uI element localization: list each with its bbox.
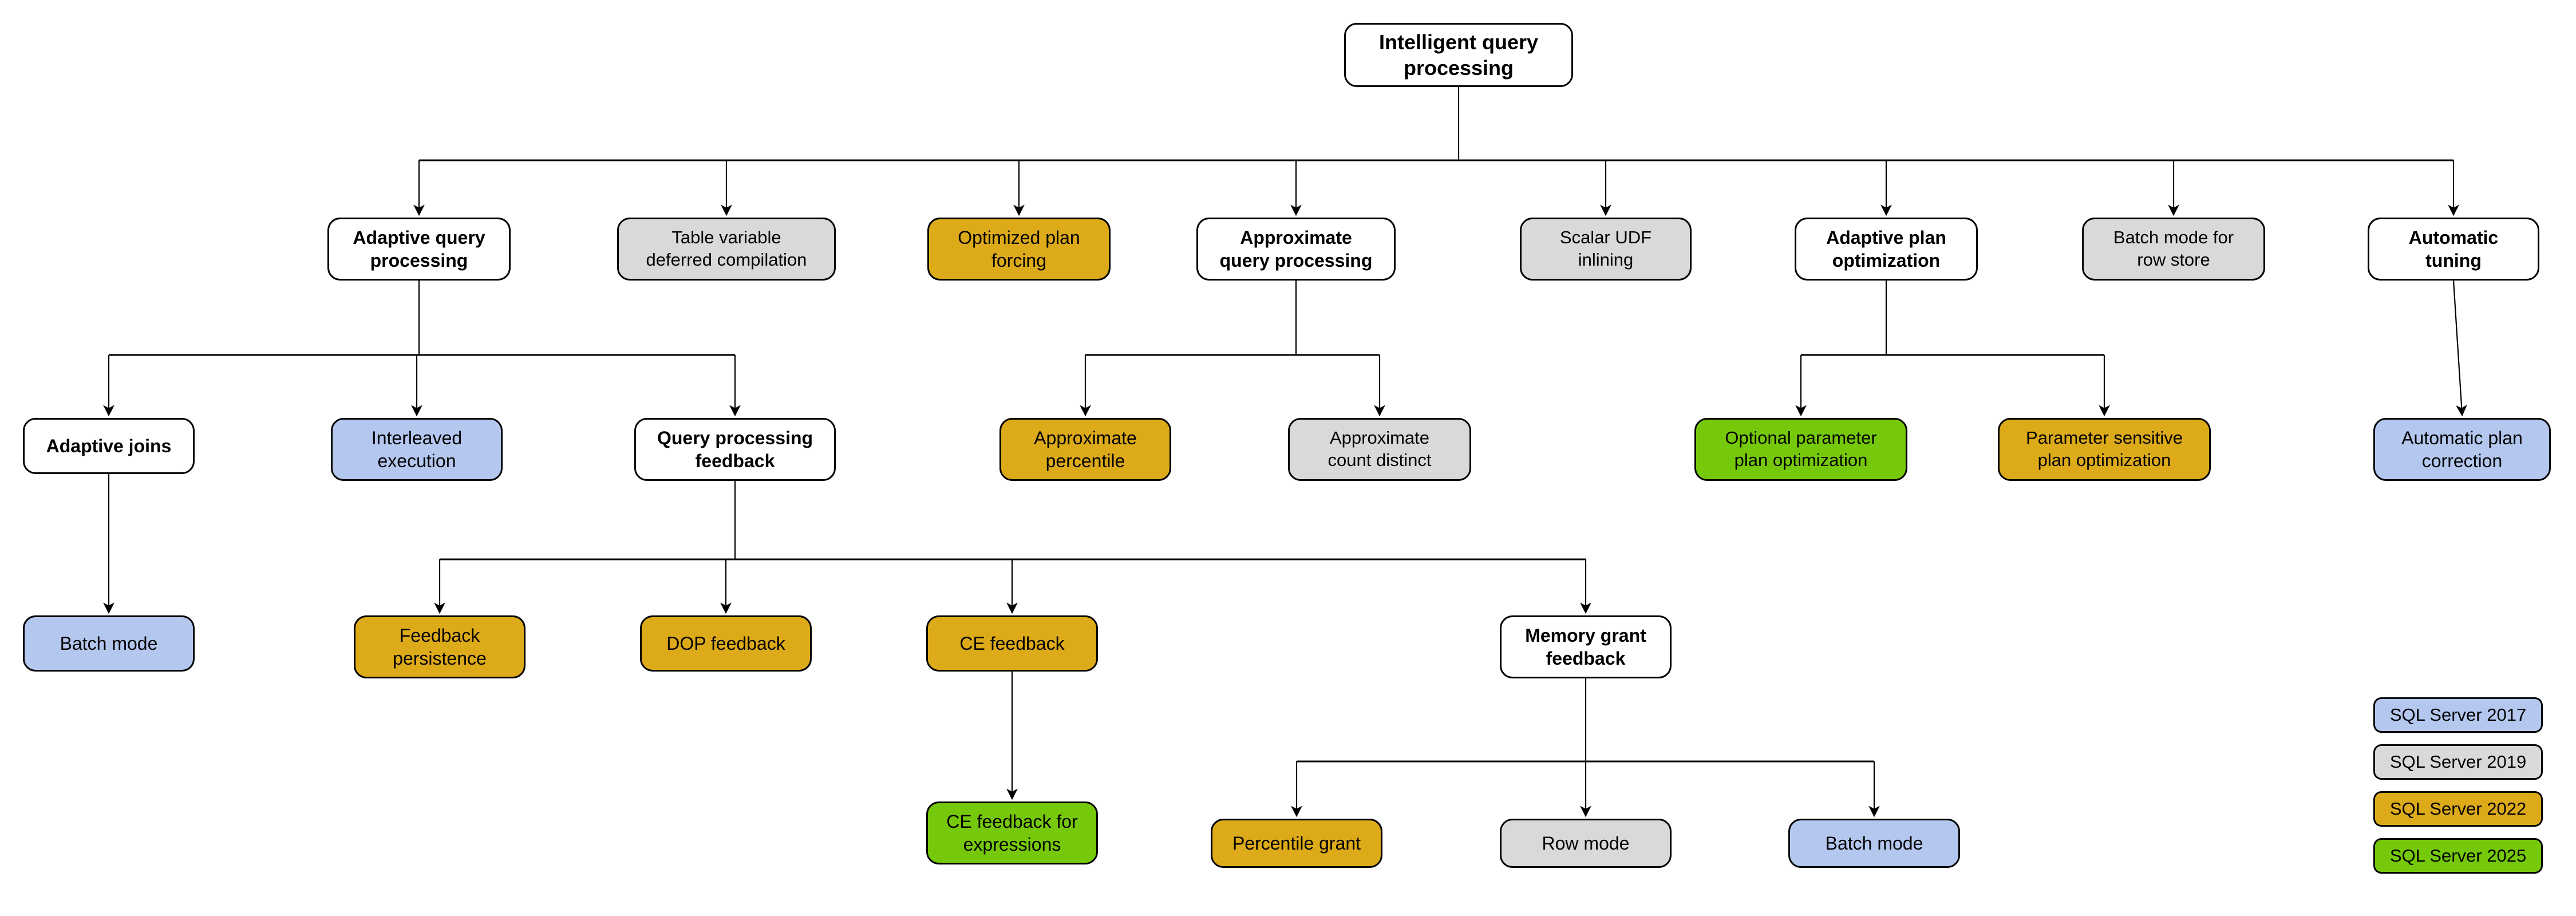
node-autotune[interactable]: Automatic tuning bbox=[2368, 218, 2539, 281]
node-apc[interactable]: Automatic plan correction bbox=[2373, 418, 2551, 481]
node-pctgrant[interactable]: Percentile grant bbox=[1211, 819, 1382, 868]
node-cefbexpr[interactable]: CE feedback for expressions bbox=[926, 802, 1098, 864]
node-aqp[interactable]: Adaptive query processing bbox=[327, 218, 511, 281]
node-acd[interactable]: Approximate count distinct bbox=[1288, 418, 1471, 481]
legend-item-sql-server-2017: SQL Server 2017 bbox=[2373, 697, 2543, 733]
legend-item-sql-server-2025: SQL Server 2025 bbox=[2373, 838, 2543, 874]
node-tvdc[interactable]: Table variable deferred compilation bbox=[617, 218, 836, 281]
node-apo[interactable]: Adaptive plan optimization bbox=[1795, 218, 1978, 281]
node-sudf[interactable]: Scalar UDF inlining bbox=[1520, 218, 1692, 281]
node-cefb[interactable]: CE feedback bbox=[926, 615, 1098, 672]
node-dopfb[interactable]: DOP feedback bbox=[640, 615, 812, 672]
node-fbpersist[interactable]: Feedback persistence bbox=[354, 615, 526, 678]
legend-item-sql-server-2019: SQL Server 2019 bbox=[2373, 744, 2543, 780]
node-oppo[interactable]: Optional parameter plan optimization bbox=[1694, 418, 1907, 481]
legend-item-sql-server-2022: SQL Server 2022 bbox=[2373, 791, 2543, 827]
node-ajoins[interactable]: Adaptive joins bbox=[23, 418, 195, 474]
node-apct[interactable]: Approximate percentile bbox=[999, 418, 1171, 481]
node-apq[interactable]: Approximate query processing bbox=[1196, 218, 1396, 281]
node-opf[interactable]: Optimized plan forcing bbox=[927, 218, 1111, 281]
node-rowmode[interactable]: Row mode bbox=[1500, 819, 1672, 868]
node-ilexec[interactable]: Interleaved execution bbox=[331, 418, 503, 481]
node-bmrs[interactable]: Batch mode for row store bbox=[2082, 218, 2265, 281]
node-root[interactable]: Intelligent query processing bbox=[1344, 23, 1573, 87]
node-mgf[interactable]: Memory grant feedback bbox=[1500, 615, 1672, 678]
node-bmode1[interactable]: Batch mode bbox=[23, 615, 195, 672]
node-bmode2[interactable]: Batch mode bbox=[1788, 819, 1960, 868]
node-pspo[interactable]: Parameter sensitive plan optimization bbox=[1998, 418, 2211, 481]
node-qpf[interactable]: Query processing feedback bbox=[634, 418, 836, 481]
